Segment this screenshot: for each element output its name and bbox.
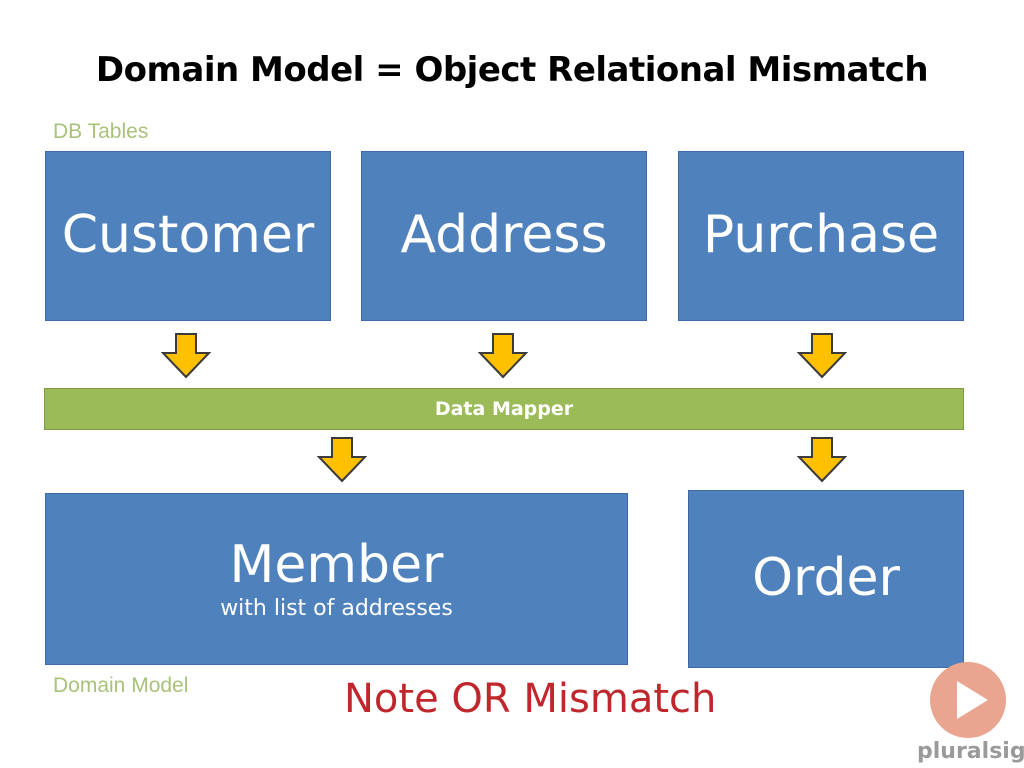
play-icon (957, 681, 988, 719)
arrow-down-icon (478, 333, 528, 379)
customer-table-box: Customer (45, 151, 331, 321)
pluralsight-logo (930, 662, 1006, 738)
db-tables-label: DB Tables (53, 120, 149, 143)
arrow-down-icon (161, 333, 211, 379)
data-mapper-bar: Data Mapper (44, 388, 964, 430)
member-object-label: Member (229, 534, 444, 595)
purchase-table-label: Purchase (702, 205, 940, 266)
note-text: Note OR Mismatch (344, 676, 717, 722)
member-object-subtitle: with list of addresses (220, 596, 453, 622)
arrow-down-icon (797, 437, 847, 483)
order-object-box: Order (688, 490, 964, 668)
address-table-box: Address (361, 151, 647, 321)
arrow-down-icon (317, 437, 367, 483)
domain-model-label: Domain Model (53, 674, 189, 697)
arrow-down-icon (797, 333, 847, 379)
purchase-table-box: Purchase (678, 151, 964, 321)
order-object-label: Order (752, 548, 900, 609)
data-mapper-label: Data Mapper (434, 398, 574, 420)
page-title: Domain Model = Object Relational Mismatc… (95, 50, 929, 90)
customer-table-label: Customer (61, 205, 315, 266)
pluralsight-wordmark: pluralsight (917, 739, 1024, 764)
member-object-box: Member with list of addresses (45, 493, 628, 665)
address-table-label: Address (400, 205, 608, 266)
